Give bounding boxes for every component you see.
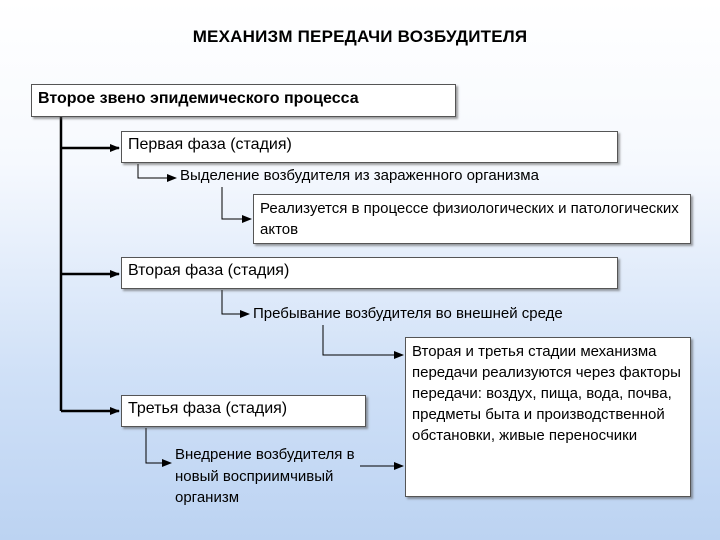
stages-factors-box: Вторая и третья стадии механизма передач… (405, 337, 691, 497)
phase-box-3: Третья фаза (стадия) (121, 395, 366, 427)
phase1-realization-box: Реализуется в процессе физиологических и… (253, 194, 691, 244)
phase-box-1: Первая фаза (стадия) (121, 131, 618, 163)
phase2-detail: Пребывание возбудителя во внешней среде (253, 305, 563, 322)
arrow-detail-to-realization (221, 187, 252, 223)
page-title: МЕХАНИЗМ ПЕРЕДАЧИ ВОЗБУДИТЕЛЯ (192, 27, 528, 46)
phase3-detail: Внедрение возбудителя в новый восприимчи… (175, 446, 355, 506)
arrow-phase3-to-detail (145, 428, 172, 467)
main-box: Второе звено эпидемического процесса (31, 84, 456, 117)
arrow-detail-to-factors (322, 325, 404, 359)
arrow-phase1-to-detail (137, 164, 177, 182)
phase-box-2: Вторая фаза (стадия) (121, 257, 618, 289)
phase1-detail: Выделение возбудителя из зараженного орг… (180, 167, 539, 184)
arrow-phase2-to-detail (221, 290, 250, 318)
